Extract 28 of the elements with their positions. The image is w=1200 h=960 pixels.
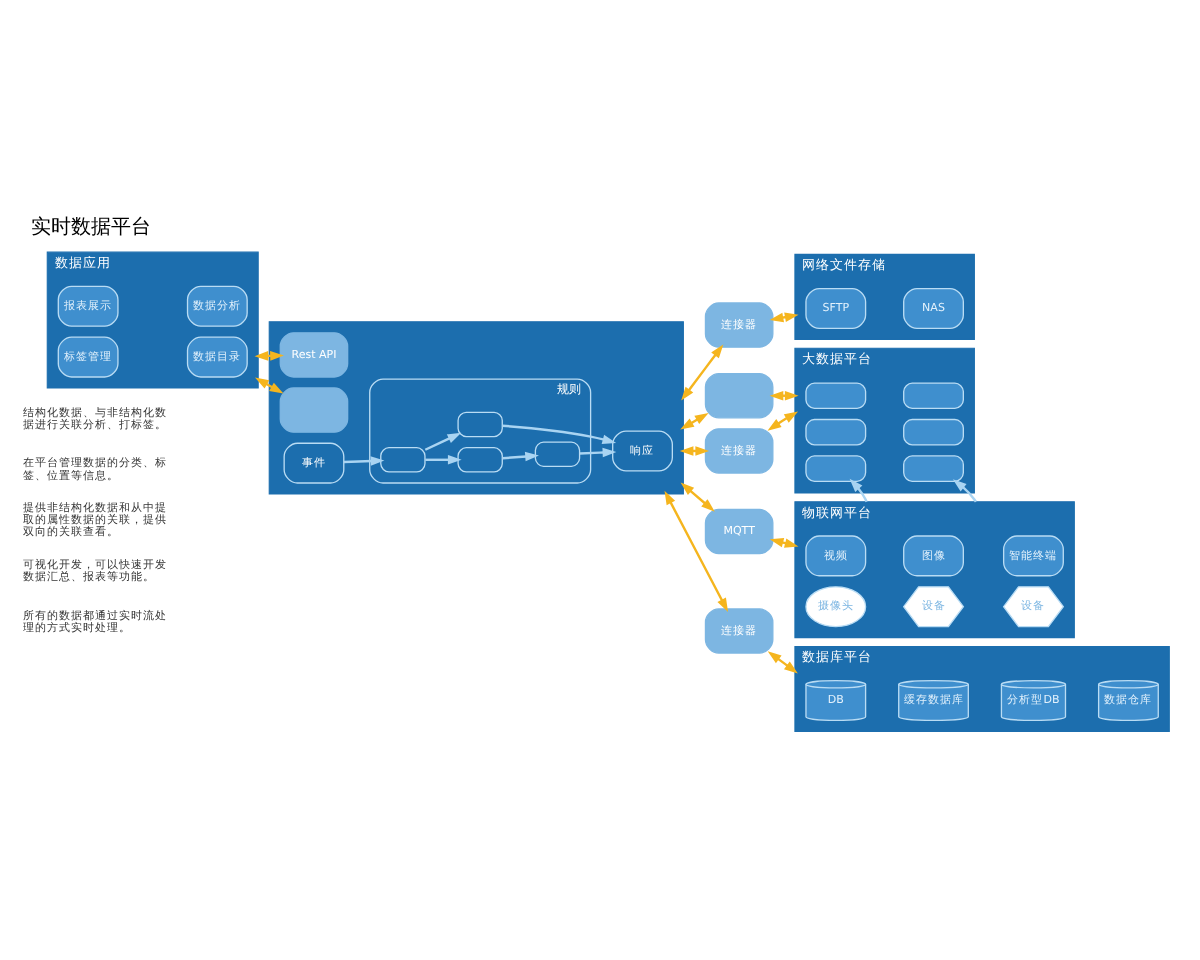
node-box [903, 454, 964, 481]
node-box [903, 381, 964, 409]
arrow [424, 431, 462, 450]
arrow [343, 455, 385, 465]
arrow [767, 650, 798, 673]
node-box [805, 454, 867, 481]
arrow [952, 478, 977, 502]
arrow [502, 423, 617, 443]
node-box [279, 386, 349, 432]
node-box [805, 381, 867, 409]
arrow [849, 477, 868, 502]
arrow [680, 481, 715, 511]
node-box [457, 410, 503, 437]
node-box [704, 372, 774, 418]
arrow [664, 489, 729, 611]
arrow [767, 410, 799, 430]
arrow [579, 446, 617, 457]
diagram-title: 实时数据平台 [30, 215, 151, 238]
arrow [255, 376, 284, 393]
node-box [534, 440, 581, 467]
arrow [680, 411, 709, 429]
arrow [502, 450, 539, 461]
node-box [457, 446, 503, 472]
node-box [805, 417, 867, 445]
arrow [681, 343, 724, 400]
node-box [380, 446, 426, 472]
node-box [903, 417, 964, 445]
arrow [425, 454, 462, 464]
